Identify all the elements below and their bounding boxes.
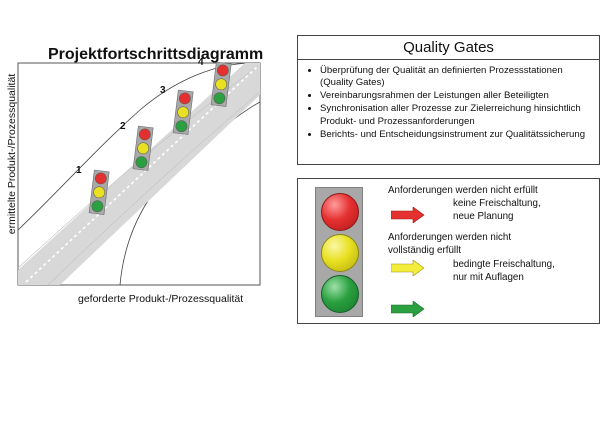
traffic-light-gate <box>132 125 154 171</box>
green-lamp-icon <box>321 275 359 313</box>
yellow-lamp-icon <box>137 142 149 155</box>
red-lamp-icon <box>321 193 359 231</box>
yellow-lamp-icon <box>215 78 227 91</box>
traffic-light-legend: Anforderungen werden nicht erfüllt keine… <box>297 178 600 324</box>
corridor-upper-line <box>17 62 251 231</box>
quality-gates-item: Berichts- und Entscheidungsinstrument zu… <box>320 129 593 141</box>
yellow-result-line1: bedingte Freischaltung, <box>453 259 555 270</box>
yellow-result-line2: nur mit Auflagen <box>453 272 524 283</box>
diagram-canvas: 1 2 3 4 <box>17 57 261 286</box>
yellow-lamp-icon <box>93 186 105 199</box>
red-lamp-icon <box>217 64 229 77</box>
x-axis-label: geforderte Produkt-/Prozessqualität <box>78 293 244 305</box>
traffic-light-gate <box>210 61 232 107</box>
yellow-arrow-icon <box>391 260 425 276</box>
red-result-line1: keine Freischaltung, <box>453 198 541 209</box>
progress-road <box>18 63 260 285</box>
traffic-light-gate <box>172 89 194 135</box>
gate-number-label: 2 <box>120 121 126 132</box>
quality-gates-title: Quality Gates <box>298 36 599 60</box>
yellow-condition-line2: vollständig erfüllt <box>388 245 461 256</box>
red-result-line2: neue Planung <box>453 211 514 222</box>
gate-number-label: 1 <box>76 165 82 176</box>
quality-gates-list: Überprüfung der Qualität an definierten … <box>298 65 599 141</box>
yellow-lamp-icon <box>177 106 189 119</box>
y-axis-label: ermittelte Produkt-/Prozessqualität <box>6 73 18 235</box>
red-lamp-icon <box>179 92 191 105</box>
yellow-condition-line1: Anforderungen werden nicht <box>388 232 512 243</box>
quality-gates-item: Synchronisation aller Prozesse zur Ziele… <box>320 103 593 128</box>
road-edge-lower <box>47 91 261 286</box>
red-condition-text: Anforderungen werden nicht erfüllt <box>388 185 538 196</box>
quality-gates-item: Vereinbarungsrahmen der Leistungen aller… <box>320 90 593 102</box>
traffic-light-icon <box>315 187 363 317</box>
green-arrow-icon <box>391 301 425 317</box>
gate-number-label: 3 <box>160 85 166 96</box>
yellow-lamp-icon <box>321 234 359 272</box>
green-lamp-icon <box>91 200 104 213</box>
red-lamp-icon <box>95 172 107 185</box>
gate-number-label: 4 <box>198 57 204 68</box>
project-progress-diagram: 1 2 3 4 Projektfortschrittsdiagramm ermitte… <box>0 0 280 310</box>
diagram-title: Projektfortschrittsdiagramm <box>48 46 264 63</box>
green-lamp-icon <box>135 156 148 169</box>
green-lamp-icon <box>175 120 188 133</box>
red-lamp-icon <box>139 128 151 141</box>
quality-gates-item: Überprüfung der Qualität an definierten … <box>320 65 593 90</box>
traffic-light-gate <box>88 169 110 215</box>
traffic-lights-layer: 1 2 3 4 <box>76 57 232 215</box>
quality-gates-box: Quality Gates Überprüfung der Qualität a… <box>297 35 600 165</box>
green-lamp-icon <box>213 92 226 105</box>
red-arrow-icon <box>391 207 425 223</box>
